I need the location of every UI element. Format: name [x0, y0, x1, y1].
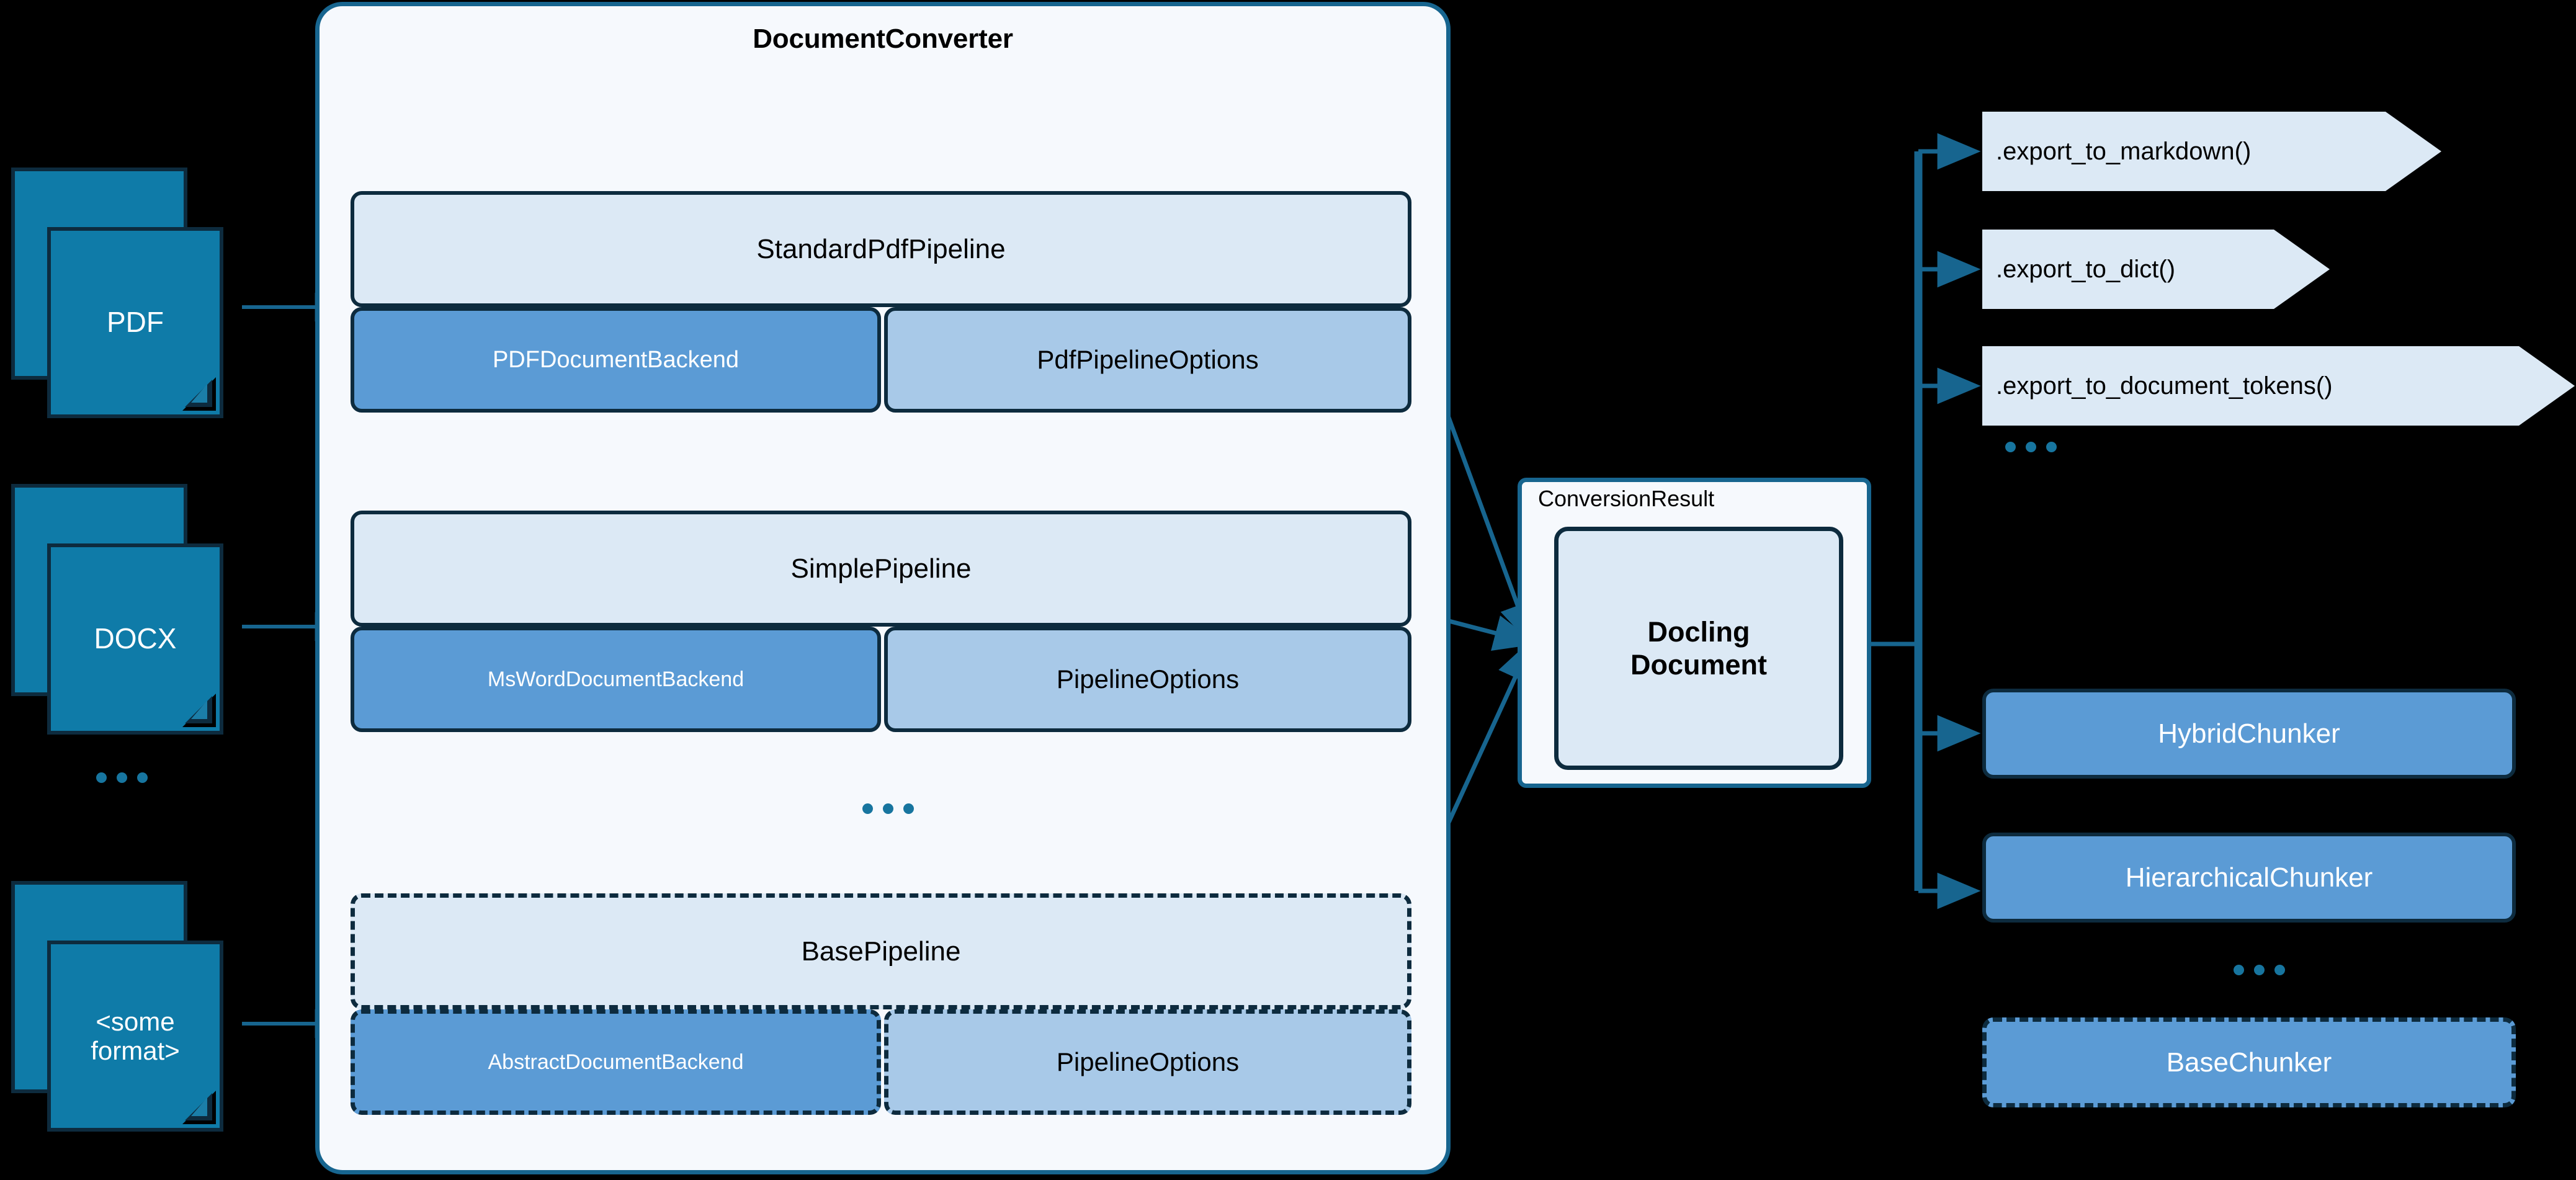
- doc-front-page: <some format>: [47, 941, 223, 1132]
- source-doc-other[interactable]: <some format>: [11, 881, 242, 1132]
- export-chip-markdown[interactable]: .export_to_markdown(): [1982, 112, 2441, 191]
- exports-ellipsis: [2005, 442, 2057, 452]
- docling-document-label: Docling Document: [1630, 615, 1767, 681]
- pipeline-name: StandardPdfPipeline: [756, 233, 1006, 264]
- source-doc-label: PDF: [107, 306, 164, 339]
- export-label: .export_to_document_tokens(): [1996, 372, 2333, 400]
- pipeline-name: SimplePipeline: [790, 553, 972, 584]
- backend-name: PDFDocumentBackend: [492, 346, 740, 373]
- pipeline-base-backend[interactable]: AbstractDocumentBackend: [351, 1009, 881, 1115]
- chunker-label: HybridChunker: [2158, 718, 2340, 749]
- pipeline-standardpdf-header[interactable]: StandardPdfPipeline: [351, 191, 1411, 307]
- doc-fold-icon: [182, 694, 216, 727]
- source-doc-label: <some format>: [91, 1006, 180, 1065]
- source-doc-pdf[interactable]: PDF: [11, 168, 242, 418]
- export-chip-document-tokens[interactable]: .export_to_document_tokens(): [1982, 346, 2575, 426]
- source-doc-label: DOCX: [94, 622, 177, 655]
- chunker-label: BaseChunker: [2166, 1047, 2332, 1078]
- chunker-hybrid[interactable]: HybridChunker: [1982, 689, 2516, 779]
- export-chip-dict[interactable]: .export_to_dict(): [1982, 230, 2330, 309]
- pipeline-base-header[interactable]: BasePipeline: [351, 893, 1411, 1009]
- pipeline-standardpdf-options[interactable]: PdfPipelineOptions: [884, 307, 1411, 413]
- document-converter-title: DocumentConverter: [753, 24, 1013, 54]
- export-label: .export_to_dict(): [1996, 255, 2176, 283]
- source-doc-docx[interactable]: DOCX: [11, 484, 242, 735]
- pipeline-simple-backend[interactable]: MsWordDocumentBackend: [351, 627, 881, 732]
- conversion-result-label: ConversionResult: [1538, 486, 1715, 511]
- doc-front-page: DOCX: [47, 543, 223, 735]
- pipeline-name: BasePipeline: [801, 936, 961, 967]
- chunker-hierarchical[interactable]: HierarchicalChunker: [1982, 833, 2516, 923]
- docling-document-box[interactable]: Docling Document: [1554, 527, 1843, 770]
- doc-front-page: PDF: [47, 227, 223, 418]
- doc-fold-icon: [182, 377, 216, 411]
- pipeline-base-options[interactable]: PipelineOptions: [884, 1009, 1411, 1115]
- export-label: .export_to_markdown(): [1996, 137, 2252, 165]
- pipeline-simple-options[interactable]: PipelineOptions: [884, 627, 1411, 732]
- options-name: PipelineOptions: [1056, 1047, 1240, 1076]
- sources-ellipsis: [96, 772, 148, 783]
- options-name: PipelineOptions: [1056, 664, 1240, 694]
- converter-ellipsis: [862, 803, 914, 814]
- chunkers-ellipsis: [2234, 965, 2285, 975]
- options-name: PdfPipelineOptions: [1037, 345, 1259, 374]
- chunker-base[interactable]: BaseChunker: [1982, 1017, 2516, 1107]
- pipeline-simple-header[interactable]: SimplePipeline: [351, 511, 1411, 627]
- backend-name: MsWordDocumentBackend: [487, 667, 745, 691]
- doc-fold-icon: [182, 1091, 216, 1124]
- conversion-result-panel: ConversionResult Docling Document: [1518, 478, 1871, 788]
- chunker-label: HierarchicalChunker: [2125, 862, 2373, 893]
- pipeline-standardpdf-backend[interactable]: PDFDocumentBackend: [351, 307, 881, 413]
- backend-name: AbstractDocumentBackend: [488, 1050, 744, 1074]
